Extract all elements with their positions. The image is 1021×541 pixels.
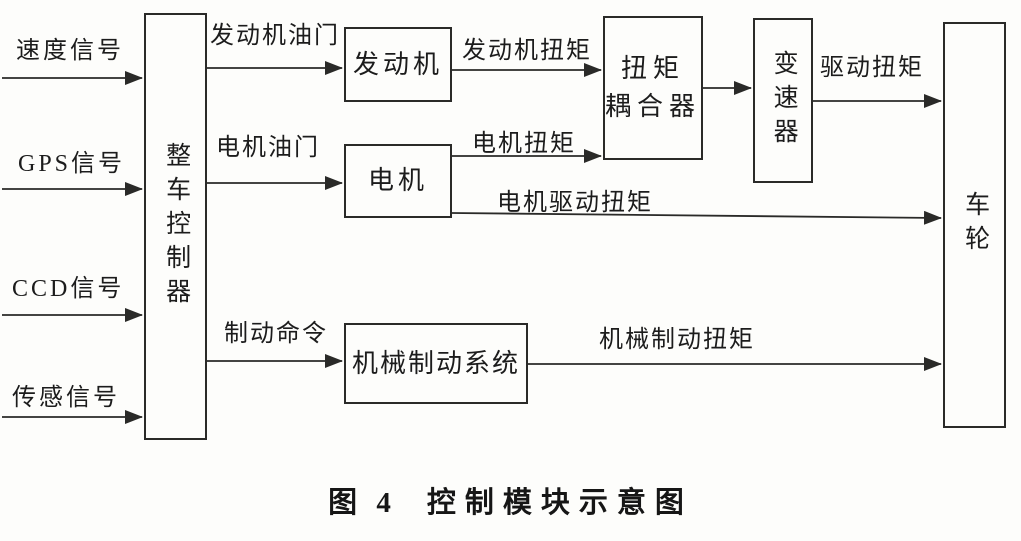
node-vehicle-controller-label: 整车控制器 (162, 141, 190, 312)
node-engine-label: 发动机 (352, 49, 443, 79)
arrow-motor-drive-torque (451, 210, 942, 225)
label-sensor-signal: 传感信号 (12, 385, 120, 411)
label-engine-torque: 发动机扭矩 (462, 38, 592, 64)
node-torque-coupler: 扭矩 耦合器 (603, 16, 703, 160)
node-transmission: 变速器 (753, 18, 813, 183)
node-torque-coupler-label-line2: 耦合器 (605, 92, 702, 121)
node-mechanical-brake-system: 机械制动系统 (344, 323, 528, 404)
label-ccd-signal: CCD信号 (12, 276, 125, 302)
node-torque-coupler-label-line1: 扭矩 (620, 54, 685, 84)
label-brake-command: 制动命令 (224, 321, 328, 347)
node-motor: 电机 (344, 144, 452, 218)
node-transmission-label: 变速器 (770, 49, 798, 152)
label-drive-torque: 驱动扭矩 (820, 55, 924, 81)
label-engine-throttle: 发动机油门 (210, 23, 340, 49)
node-engine: 发动机 (344, 27, 452, 102)
node-wheel: 车轮 (943, 22, 1006, 428)
figure-caption: 图 4 控制模块示意图 (0, 479, 1021, 521)
node-mechanical-brake-system-label: 机械制动系统 (351, 348, 520, 378)
label-motor-drive-torque: 电机驱动扭矩 (497, 190, 653, 216)
node-motor-label: 电机 (367, 166, 428, 196)
label-mech-brake-torque: 机械制动扭矩 (599, 327, 755, 353)
figure-number: 图 4 (328, 487, 397, 519)
label-gps-signal: GPS信号 (18, 151, 126, 177)
node-vehicle-controller: 整车控制器 (144, 13, 207, 440)
label-motor-torque: 电机扭矩 (472, 131, 576, 157)
label-speed-signal: 速度信号 (16, 38, 124, 64)
figure-title: 控制模块示意图 (426, 487, 693, 519)
label-motor-throttle: 电机油门 (216, 135, 320, 161)
node-wheel-label: 车轮 (961, 191, 989, 259)
